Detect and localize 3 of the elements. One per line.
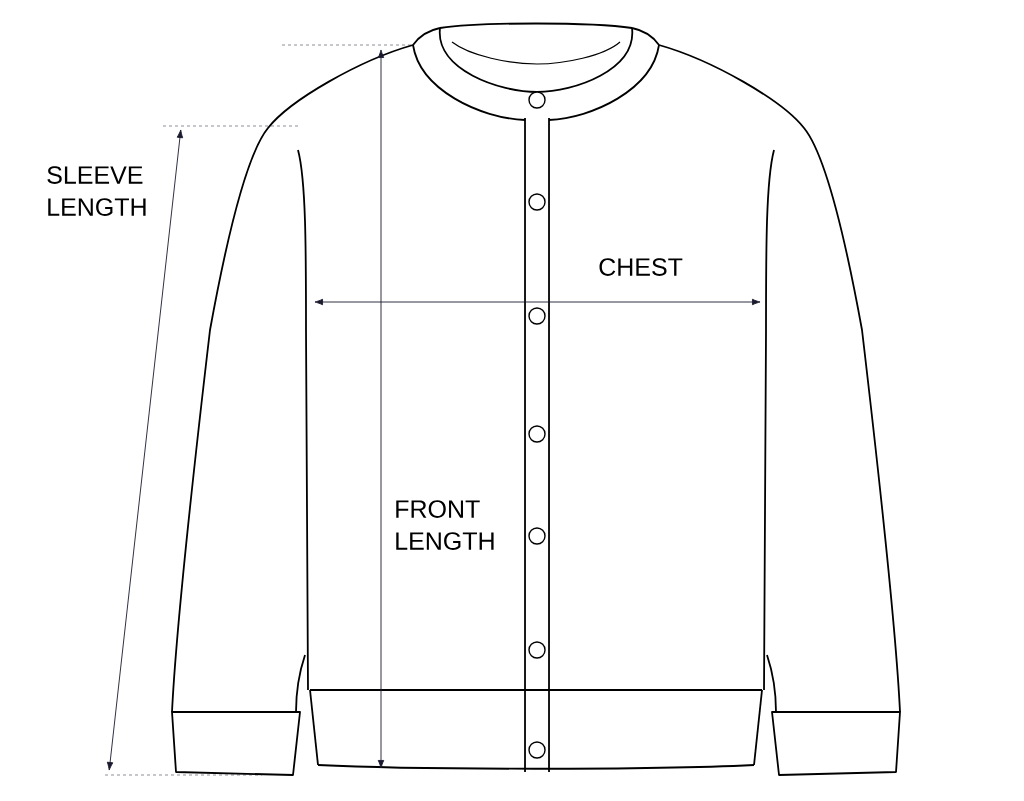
measurement-label: FRONT LENGTH <box>396 500 494 550</box>
measurement-label: CHEST <box>599 258 683 276</box>
measurement-label: SLEEVE LENGTH <box>47 166 146 216</box>
